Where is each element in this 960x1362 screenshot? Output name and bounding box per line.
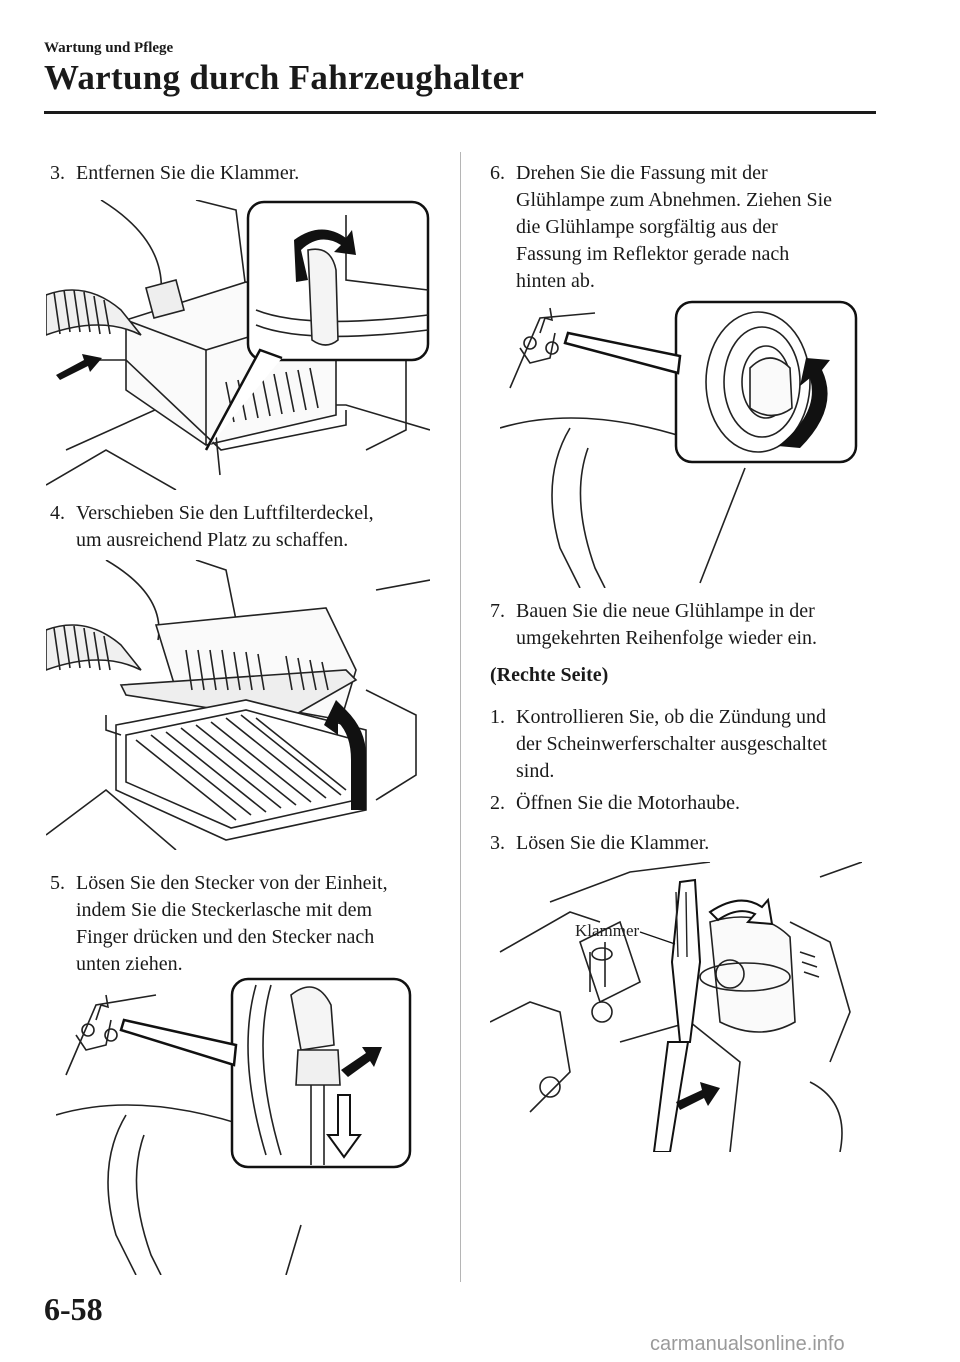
step-text: Öffnen Sie die Motorhaube.: [516, 792, 741, 814]
figure-release-clip-right: Klammer: [490, 862, 862, 1152]
push-arrow-icon: [341, 1047, 382, 1077]
step-number: 2.: [490, 792, 505, 814]
figure-label-clip: Klammer: [575, 921, 640, 940]
step-number: 3.: [50, 162, 65, 184]
step-number: 6.: [490, 162, 505, 184]
step-number: 7.: [490, 600, 505, 622]
rotate-arrow-icon: [294, 229, 356, 282]
pull-down-arrow-icon: [326, 1094, 362, 1159]
figure-rotate-socket: [500, 298, 860, 588]
push-arrow-icon: [56, 354, 102, 380]
step-text: Bauen Sie die neue Glühlampe in der: [516, 600, 815, 622]
step-text: Entfernen Sie die Klammer.: [76, 162, 300, 184]
page-title: Wartung durch Fahrzeughalter: [44, 58, 525, 97]
figure-remove-clip: [46, 200, 430, 490]
step-text: Kontrollieren Sie, ob die Zündung und: [516, 706, 826, 728]
rotate-arrow-icon: [708, 897, 774, 926]
step-text: indem Sie die Steckerlasche mit dem: [76, 899, 373, 921]
step-text: Verschieben Sie den Luftfilterdeckel,: [76, 502, 374, 524]
step-text: hinten ab.: [516, 270, 595, 292]
step-number: 3.: [490, 832, 505, 854]
figure-slide-filter-cover: [46, 560, 430, 850]
step-number: 5.: [50, 872, 65, 894]
step-text: Glühlampe zum Abnehmen. Ziehen Sie: [516, 189, 833, 211]
column-divider: [460, 152, 461, 1282]
lift-arrow-icon: [324, 700, 366, 810]
step-text: Fassung im Reflektor gerade nach: [516, 243, 790, 265]
push-arrow-icon: [676, 1082, 720, 1110]
step-text: Finger drücken und den Stecker nach: [76, 926, 375, 948]
subheading-right-side: (Rechte Seite): [490, 664, 609, 686]
rotate-arrow-icon: [778, 358, 830, 448]
step-text: unten ziehen.: [76, 953, 183, 975]
step-text: der Scheinwerferschalter ausgeschaltet: [516, 733, 827, 755]
screwdriver-illustration: [652, 878, 702, 1152]
watermark: carmanualsonline.info: [650, 1333, 845, 1355]
title-rule: [44, 111, 876, 114]
step-number: 1.: [490, 706, 505, 728]
step-text: umgekehrten Reihenfolge wieder ein.: [516, 627, 817, 649]
step-text: die Glühlampe sorgfältig aus der: [516, 216, 778, 238]
step-text: Drehen Sie die Fassung mit der: [516, 162, 768, 184]
step-number: 4.: [50, 502, 65, 524]
step-text: sind.: [516, 760, 555, 782]
step-text: Lösen Sie den Stecker von der Einheit,: [76, 872, 388, 894]
step-text: um ausreichend Platz zu schaffen.: [76, 529, 349, 551]
figure-disconnect-connector: [56, 975, 416, 1275]
page-number: 6-58: [44, 1291, 103, 1327]
section-label: Wartung und Pflege: [44, 40, 174, 56]
step-text: Lösen Sie die Klammer.: [516, 832, 710, 854]
